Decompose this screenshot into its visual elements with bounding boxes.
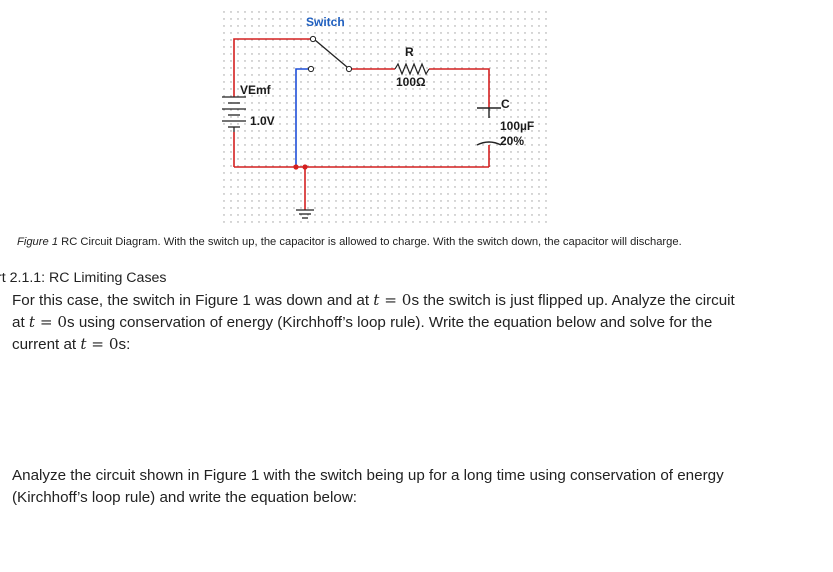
q1-text: current at <box>12 336 81 353</box>
q1-text: at <box>12 314 29 331</box>
question2-line2: (Kirchhoff’s loop rule) and write the eq… <box>12 489 358 506</box>
math-var-t: t <box>373 291 380 309</box>
capacitor-label: C <box>501 97 510 111</box>
question1-line3: current at t = 0s: <box>12 333 130 356</box>
junction-dot <box>293 164 299 170</box>
resistor-value: 100Ω <box>396 75 426 89</box>
capacitor-symbol <box>476 107 502 146</box>
q1-text: For this case, the switch in Figure 1 wa… <box>12 292 374 309</box>
question1-line1: For this case, the switch in Figure 1 wa… <box>12 289 735 312</box>
figure-caption: Figure 1 RC Circuit Diagram. With the sw… <box>17 236 827 248</box>
caption-text: RC Circuit Diagram. With the switch up, … <box>58 236 682 248</box>
schematic-grid <box>223 11 547 223</box>
source-label: VEmf <box>240 83 272 97</box>
figure-ref: Figure 1 <box>17 236 59 248</box>
q1-unit: s <box>67 314 75 331</box>
math-eq: = 0 <box>86 335 119 353</box>
battery-symbol <box>222 96 246 132</box>
q1-text: the switch is just flipped up. Analyze t… <box>419 292 735 309</box>
math-eq: = 0 <box>379 291 412 309</box>
question2-line1: Analyze the circuit shown in Figure 1 wi… <box>12 467 724 484</box>
capacitor-tolerance: 20% <box>500 134 524 148</box>
capacitor-value: 100µF <box>500 119 534 133</box>
blue-wire <box>295 68 309 167</box>
q1-unit: s: <box>118 336 131 353</box>
math-var-t: t <box>28 313 35 331</box>
q1-text: using conservation of energy (Kirchhoff’… <box>74 314 713 331</box>
source-value: 1.0V <box>250 114 275 128</box>
resistor-symbol <box>394 62 430 76</box>
question1-line2: at t = 0s using conservation of energy (… <box>12 311 712 334</box>
math-var-t: t <box>80 335 87 353</box>
rc-circuit-diagram: Switch R 100Ω VEmf 1.0V C 100µF 20% <box>222 11 547 223</box>
section-heading: rt 2.1.1: RC Limiting Cases <box>0 270 167 286</box>
resistor-label: R <box>405 45 414 59</box>
red-wires <box>233 38 490 210</box>
switch-label: Switch <box>306 15 345 29</box>
math-eq: = 0 <box>35 313 68 331</box>
junction-dot <box>302 164 308 170</box>
q1-unit: s <box>411 292 420 309</box>
ground-symbol <box>296 209 314 219</box>
spdt-switch <box>307 35 353 73</box>
